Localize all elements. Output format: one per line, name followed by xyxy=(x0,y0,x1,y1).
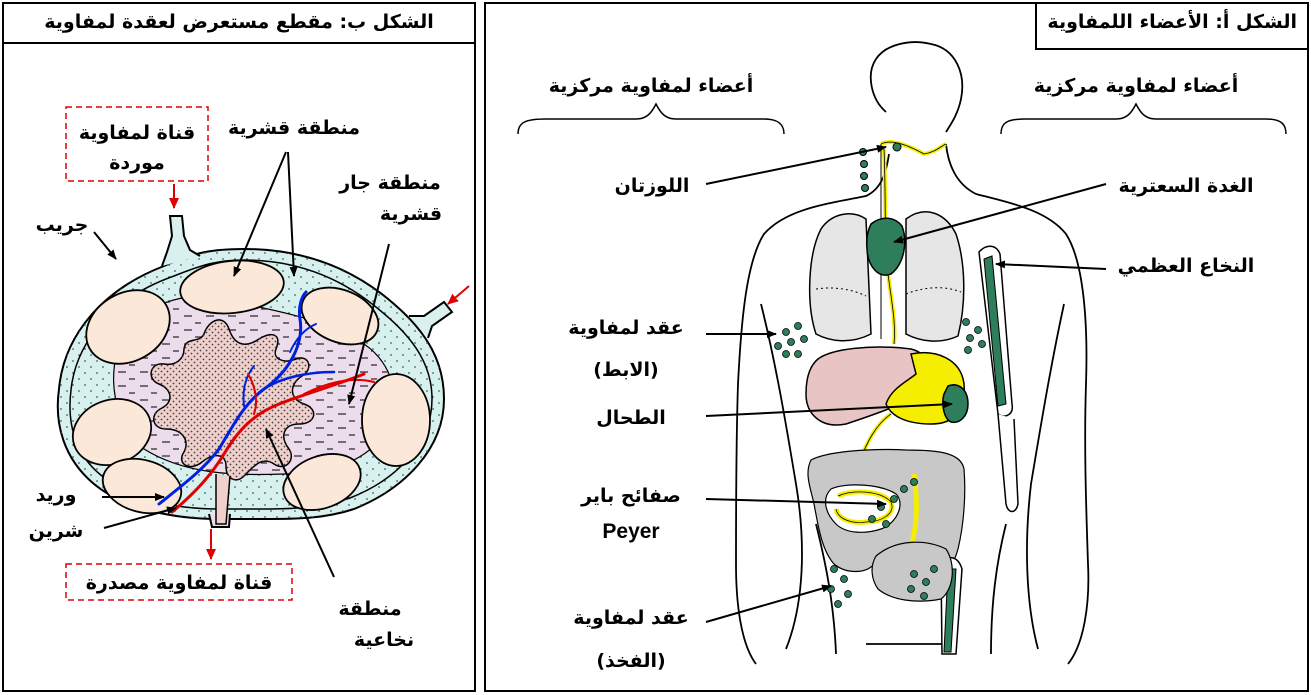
label-afferent-line2: موردة xyxy=(109,152,165,174)
brace-left xyxy=(518,104,784,134)
label-paracortical-line1: منطقة جار xyxy=(338,172,441,194)
label-axillary-line2: (الابط) xyxy=(593,359,659,381)
label-tonsils: اللوزتان xyxy=(615,175,690,197)
follicle xyxy=(362,374,430,466)
label-inguinal-line2: (الفخذ) xyxy=(596,650,665,672)
label-artery: شرين xyxy=(29,520,84,542)
lymph-node-diagram: قناة لمفاوية موردة منطقة قشرية منطقة جار… xyxy=(4,4,478,694)
group-label-right: أعضاء لمفاوية مركزية xyxy=(1034,73,1239,97)
thymus xyxy=(867,218,905,275)
label-inguinal-line1: عقد لمفاوية xyxy=(573,607,688,629)
label-spleen: الطحال xyxy=(596,407,665,429)
label-axillary-line1: عقد لمفاوية xyxy=(568,317,683,339)
label-medullary-line1: منطقة xyxy=(338,598,401,620)
label-efferent: قناة لمفاوية مصدرة xyxy=(86,572,273,594)
label-cortical-zone: منطقة قشرية xyxy=(228,117,360,139)
panel-lymph-node-section: الشكل ب: مقطع مستعرض لعقدة لمفاوية xyxy=(2,2,476,692)
label-afferent-line1: قناة لمفاوية xyxy=(79,122,195,144)
label-peyer-line2: Peyer xyxy=(602,520,659,543)
label-medullary-line2: نخاعية xyxy=(354,629,414,651)
label-thymus: الغدة السعترية xyxy=(1118,175,1253,197)
label-vein: وريد xyxy=(36,484,77,506)
label-bone-marrow: النخاع العظمي xyxy=(1118,255,1255,277)
label-follicle: جريب xyxy=(36,214,89,236)
body-diagram: أعضاء لمفاوية مركزية أعضاء لمفاوية مركزي… xyxy=(486,4,1311,694)
label-peyer-line1: صفائح باير xyxy=(580,485,681,507)
group-label-left: أعضاء لمفاوية مركزية xyxy=(549,73,754,97)
panel-a-title: الشكل أ: الأعضاء اللمفاوية xyxy=(1035,4,1307,50)
brace-right xyxy=(1001,104,1286,134)
label-paracortical-line2: قشرية xyxy=(380,203,442,225)
panel-lymphoid-organs: أعضاء لمفاوية مركزية أعضاء لمفاوية مركزي… xyxy=(484,2,1309,692)
